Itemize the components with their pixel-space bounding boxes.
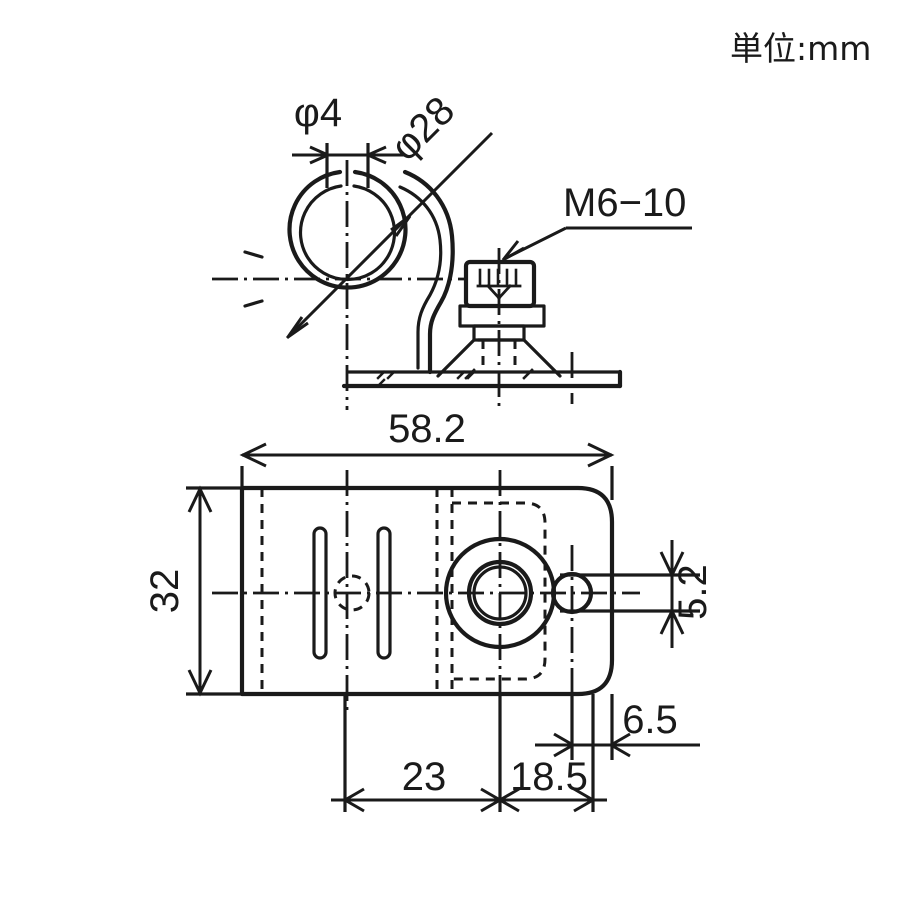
clamp-band-right-inner <box>398 185 443 370</box>
slot-left <box>312 526 328 660</box>
width-label: 58.2 <box>388 407 466 451</box>
dimension-overall-height: 32 <box>143 485 250 697</box>
slotheight-label: 5.2 <box>671 564 715 620</box>
phi28-arrow-upper <box>390 214 412 237</box>
slotheight-arrow-bottom <box>659 607 685 635</box>
width-arrow-right <box>587 442 615 468</box>
hidden-pilot-circle <box>333 574 371 612</box>
flange-tick-1 <box>376 370 386 380</box>
flange-tick-4 <box>456 370 466 380</box>
dimension-slot-height: 5.2 <box>560 540 715 648</box>
bolt-hole-circle <box>466 559 534 627</box>
slotheight-arrow-top <box>659 551 685 579</box>
plan-view: 58.2 32 5.2 <box>143 407 715 813</box>
side-elevation-view: φ4 φ28 M6−10 <box>212 88 692 410</box>
saddle-base-chamfers <box>464 368 534 380</box>
flange-tick-2 <box>386 370 396 380</box>
bolt-washer-plate <box>458 304 546 328</box>
height-arrow-bottom <box>187 669 213 697</box>
height-arrow-top <box>187 485 213 513</box>
phi4-label: φ4 <box>294 91 342 135</box>
offset-arrow-right <box>608 732 631 758</box>
dimension-bottom-spans: 23 18.5 <box>331 694 607 813</box>
slot-right <box>376 526 392 660</box>
bolt-thread-circle <box>472 565 528 621</box>
span18-arrow-left <box>497 787 520 813</box>
band-notch-upper <box>243 250 264 259</box>
unit-note: 単位:mm <box>730 29 871 68</box>
plate-outline <box>239 485 615 697</box>
phi4-arrow-right <box>364 145 387 165</box>
flange-tick-3 <box>376 378 386 388</box>
phi28-arrow-lower <box>286 316 309 339</box>
boss-hidden-outline <box>452 501 547 681</box>
span18-arrow-right <box>573 787 596 813</box>
height-label: 32 <box>143 569 187 614</box>
width-arrow-left <box>239 442 267 468</box>
offset-arrow-left <box>553 732 576 758</box>
dimension-overall-width: 58.2 <box>239 407 615 500</box>
nut-thread-hatch <box>476 268 522 300</box>
flange-tick-5 <box>466 370 476 380</box>
offset-label: 6.5 <box>622 698 678 742</box>
clamp-band-outer-arc <box>287 169 408 290</box>
span18-label: 18.5 <box>510 755 588 799</box>
phi28-dim-line <box>285 131 494 340</box>
phi28-label: φ28 <box>382 88 463 169</box>
span23-arrow-left <box>342 787 365 813</box>
dimension-edge-offset: 6.5 <box>535 694 700 760</box>
gap-dimension-phi4: φ4 <box>292 91 404 188</box>
m6-leader-arrow <box>501 240 525 262</box>
bolt-spec-callout: M6−10 <box>501 181 692 262</box>
band-notch-lower <box>243 299 264 308</box>
clamp-band-right-outer <box>402 169 455 375</box>
phi4-arrow-left <box>309 145 332 165</box>
span23-label: 23 <box>402 755 447 799</box>
saddle-taper-sides <box>436 338 562 378</box>
m6-label: M6−10 <box>563 181 686 225</box>
